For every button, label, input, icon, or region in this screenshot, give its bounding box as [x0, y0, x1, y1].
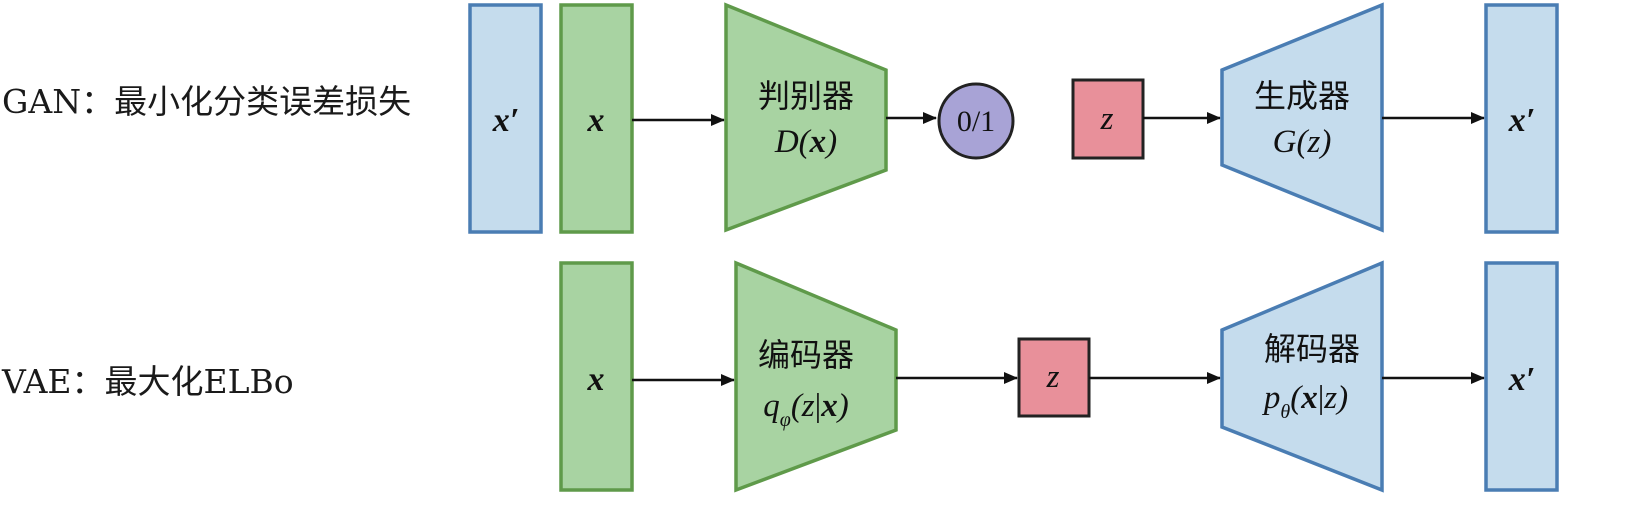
encoder-formula: qφ(z|x)	[763, 388, 849, 431]
discriminator-output-circle: 0/1	[937, 82, 1015, 160]
decoder-formula: pθ(x|z)	[1262, 380, 1348, 423]
gan-generator-output-label: x′	[1508, 102, 1536, 139]
generator-block: 生成器 G(z)	[1220, 2, 1384, 233]
generator-formula: G(z)	[1273, 124, 1332, 160]
decoder-title: 解码器	[1264, 330, 1360, 368]
gan-latent-box: z	[1071, 78, 1145, 160]
vae-latent-box: z	[1017, 337, 1091, 418]
discriminator-output-label: 0/1	[957, 105, 995, 138]
gan-row-label: GAN：最小化分类误差损失	[2, 82, 411, 121]
vae-row-label: VAE：最大化ELBo	[1, 362, 294, 401]
discriminator-title: 判别器	[758, 77, 854, 115]
vae-input-label: x	[587, 361, 605, 398]
gan-generated-sample-box: x′	[468, 3, 543, 234]
gan-real-sample-label: x	[587, 102, 605, 139]
gan-real-sample-box: x	[559, 3, 634, 234]
gan-generator-output-box: x′	[1484, 3, 1559, 234]
decoder-block: 解码器 pθ(x|z)	[1220, 260, 1384, 493]
generator-title: 生成器	[1254, 77, 1350, 115]
gan-latent-label: z	[1100, 101, 1114, 137]
discriminator-block: 判别器 D(x)	[724, 2, 888, 233]
gan-generated-sample-label: x′	[492, 102, 520, 139]
vae-output-box: x′	[1484, 261, 1559, 492]
vae-latent-label: z	[1046, 359, 1060, 395]
encoder-block: 编码器 qφ(z|x)	[734, 260, 898, 493]
discriminator-formula: D(x)	[774, 124, 837, 160]
encoder-title: 编码器	[758, 336, 854, 374]
vae-input-box: x	[559, 261, 634, 492]
vae-output-label: x′	[1508, 361, 1536, 398]
